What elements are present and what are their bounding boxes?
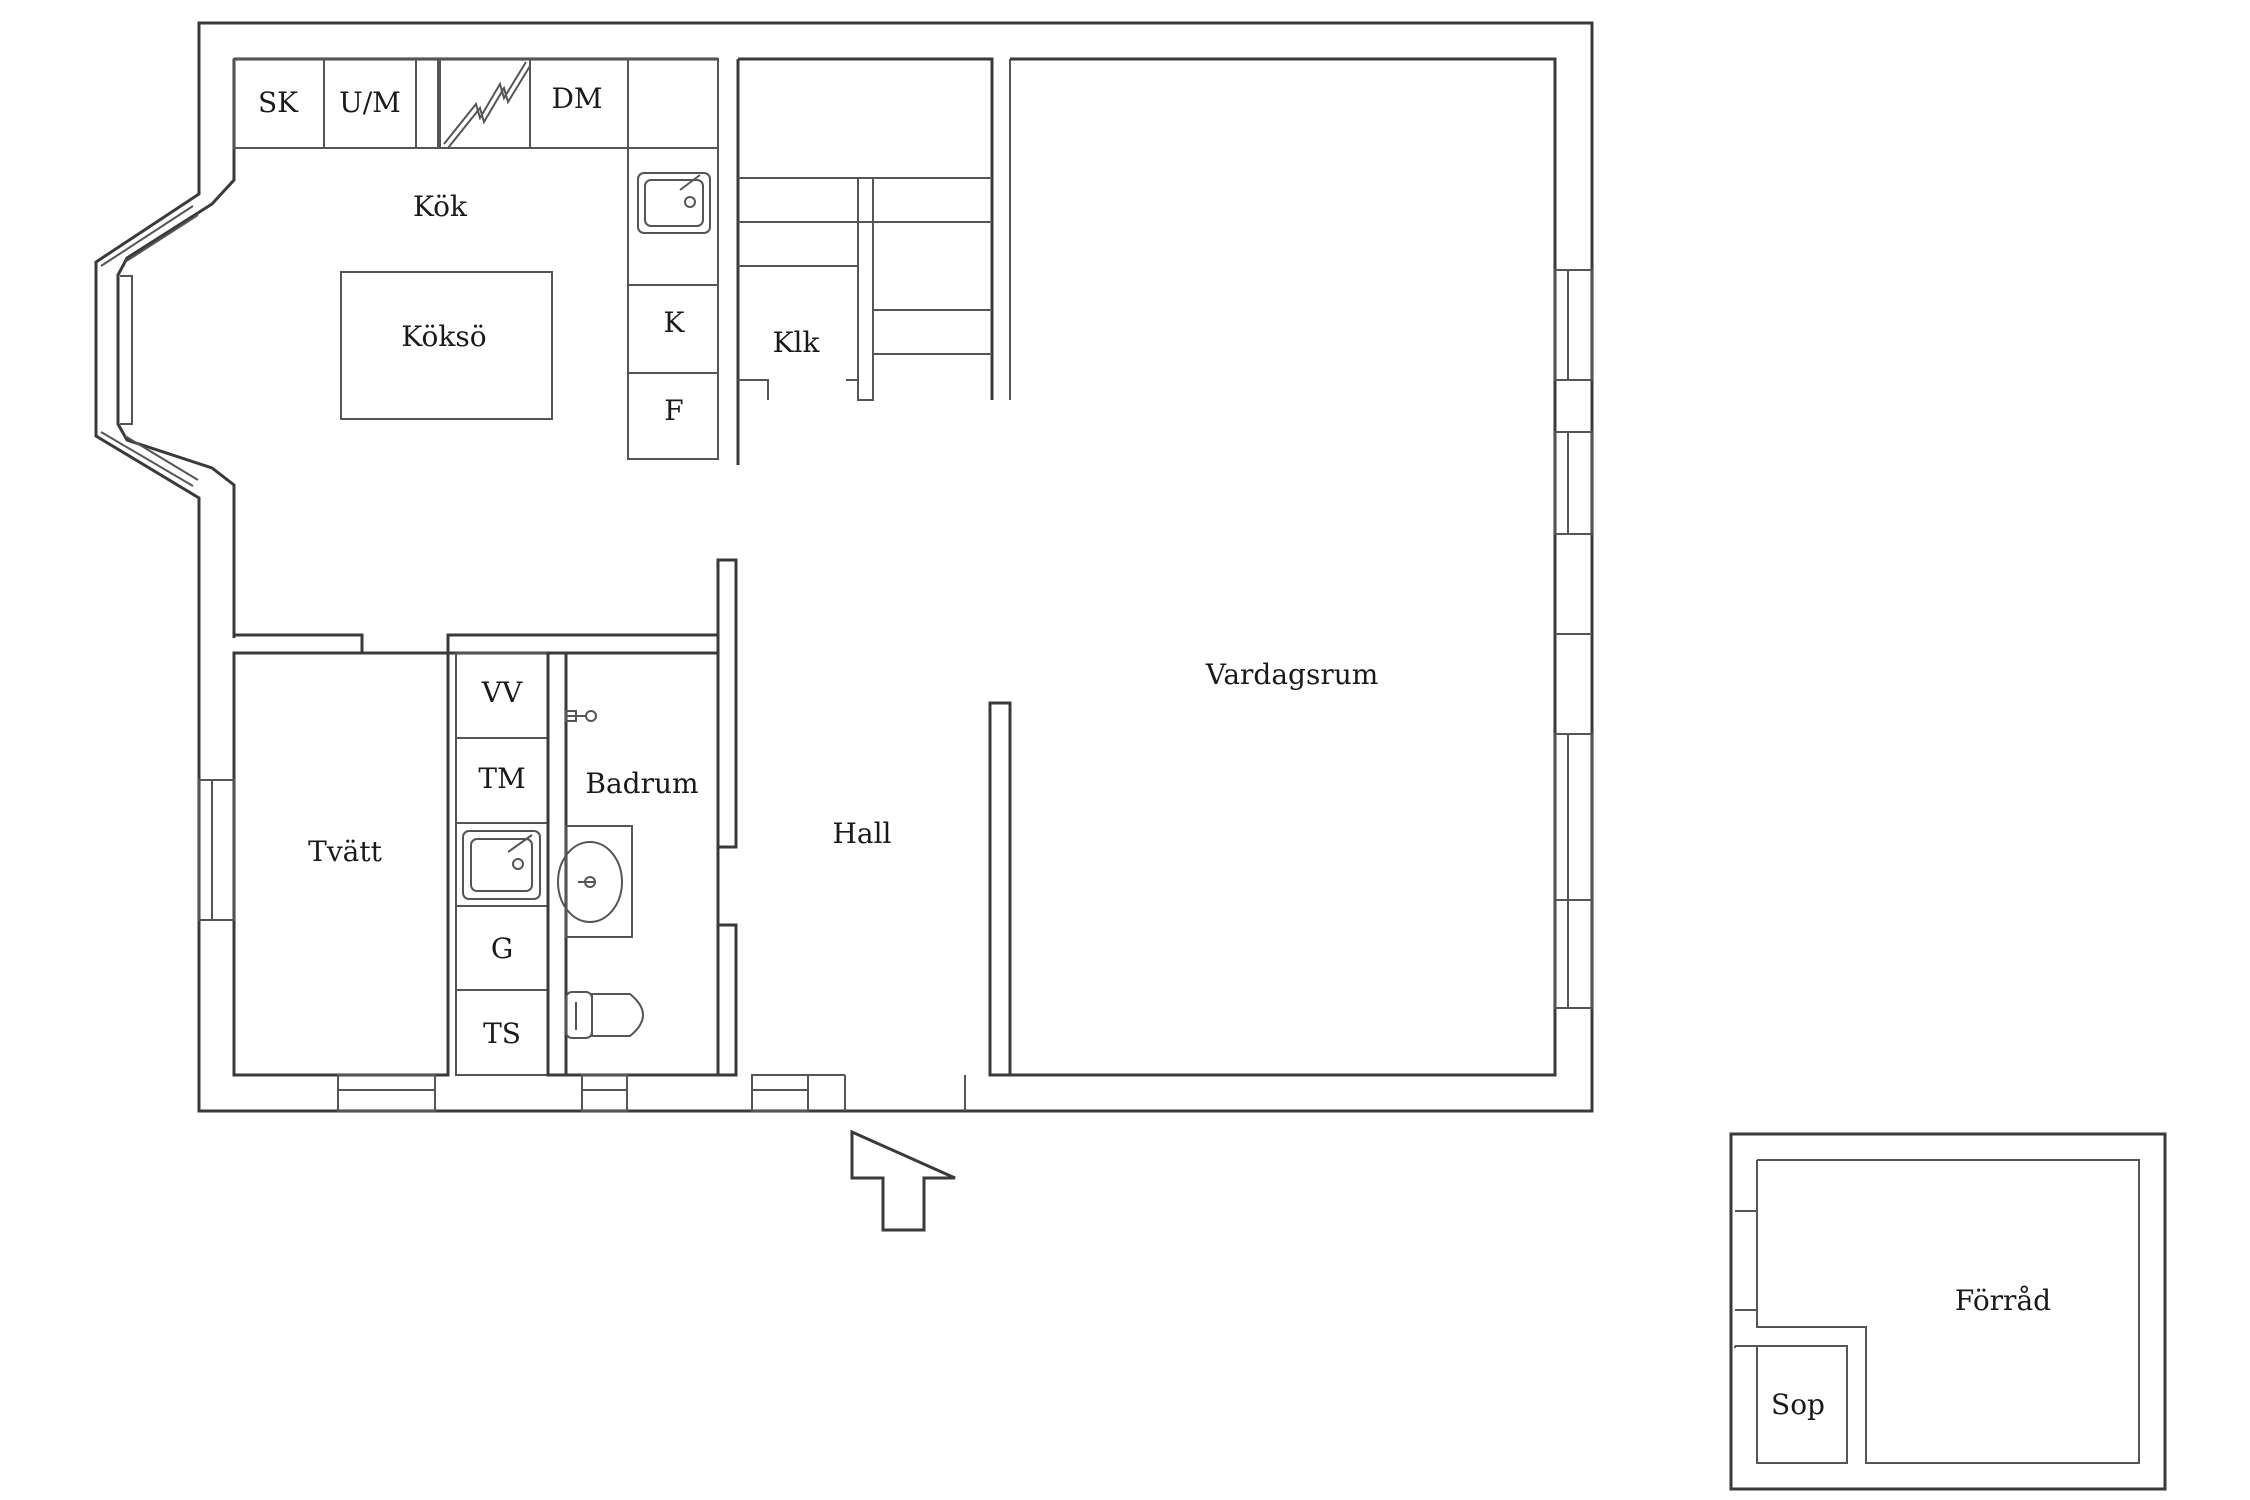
label-vardagsrum: Vardagsrum (1205, 658, 1379, 691)
label-f: F (664, 394, 683, 427)
label-tm: TM (478, 762, 525, 795)
storage-building (1729, 1132, 2167, 1491)
label-kok: Kök (413, 190, 468, 223)
interior-walls (198, 558, 1012, 1112)
label-g: G (491, 932, 513, 965)
toilet-icon (565, 991, 644, 1039)
label-badrum: Badrum (585, 767, 698, 800)
outer-walls (94, 21, 1594, 1113)
kitchen (233, 58, 719, 460)
living-room (1008, 57, 1593, 1077)
label-sop: Sop (1771, 1388, 1825, 1421)
label-hall: Hall (832, 817, 891, 850)
label-um: U/M (339, 86, 401, 119)
label-k: K (664, 306, 686, 339)
kitchen-island (340, 271, 553, 420)
stairs (736, 57, 1011, 465)
laundry-sink-icon (462, 830, 541, 900)
label-forrad: Förråd (1955, 1284, 2051, 1317)
label-sk: SK (258, 86, 299, 119)
room-labels: SK U/M DM Kök Köksö K F Klk Vardagsrum V… (258, 82, 2051, 1421)
label-klk: Klk (773, 326, 821, 359)
label-ts: TS (483, 1017, 521, 1050)
washbasin-icon (557, 825, 633, 938)
label-tvatt: Tvätt (308, 835, 382, 868)
sink-icon (637, 172, 711, 234)
label-koksoe: Köksö (401, 320, 486, 353)
label-vv: VV (481, 676, 523, 709)
label-dm: DM (551, 82, 602, 115)
stove-icon (439, 58, 531, 149)
entrance-arrow-icon (850, 1129, 956, 1232)
faucet-icon (565, 710, 597, 722)
